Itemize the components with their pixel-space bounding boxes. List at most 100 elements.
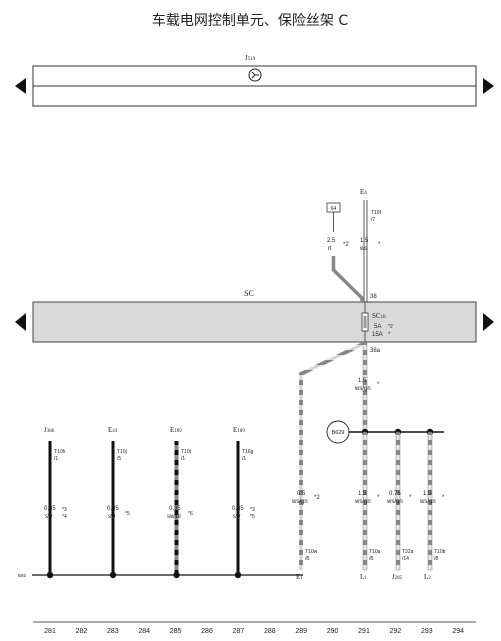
- arrow-left-icon: [15, 313, 26, 331]
- footer-number: 290: [327, 628, 339, 635]
- e43-wire-note: *5: [125, 511, 130, 517]
- l2-wire-note: *: [442, 495, 445, 501]
- e4-wire-size: 1.5: [360, 238, 369, 244]
- e189b-wire-size: 0.35: [232, 506, 244, 512]
- j285-wire-size: 0.75: [389, 491, 401, 497]
- e189-branch-b: E189 T16g /1 0.35 sw *3 *5: [232, 426, 255, 575]
- e1-wire-note: *2: [314, 495, 320, 501]
- rt-wire-size: 2.5: [327, 238, 336, 244]
- e43-wire-color: sw: [108, 514, 116, 520]
- footer-number: 287: [233, 628, 245, 635]
- fuse-rating-5a: 5A: [374, 324, 381, 330]
- ground-symbol-icon: [248, 68, 262, 82]
- j386-branch: J386 T10h /1 0.35 sw *3 *4: [44, 426, 67, 575]
- e189-label-a: E189: [170, 426, 182, 434]
- b92-bus: B92: [18, 571, 303, 579]
- wsgn-main-wire: 1.5 ws/gn *: [354, 341, 380, 433]
- footer-number: 286: [201, 628, 213, 635]
- e1-label: E1: [296, 573, 303, 581]
- arrow-right-icon: [483, 313, 494, 331]
- l2-label: L2: [424, 573, 431, 581]
- footer-number: 282: [76, 628, 88, 635]
- footer-numbers: 281 282 283 284 285 286 287 288 289 290 291 292 293 2…: [44, 628, 464, 635]
- t32a-connector: T32a: [402, 549, 414, 555]
- sc18-fuse: SC18 5A *2 15A * 38a: [361, 302, 393, 354]
- e43-branch: E43 T10j /5 0.35 sw *5: [107, 426, 130, 575]
- t10t-connector: T10t: [181, 449, 192, 455]
- t10t-pin: /1: [181, 456, 185, 462]
- arrow-right-icon: [483, 78, 494, 94]
- wsgn-main-note: *: [377, 382, 380, 388]
- t10j-pin: /5: [117, 456, 121, 462]
- t10a-connector: T10a: [369, 549, 381, 555]
- j519-label: J519: [245, 54, 256, 62]
- pin-38: 38: [370, 294, 377, 300]
- e43-label: E43: [108, 426, 118, 434]
- e189-branch-a: E189 T10t /1 0.35 sw/bl *6: [167, 426, 193, 575]
- b629-label: B629: [332, 430, 345, 436]
- l1-wire-size: 1.5: [358, 491, 367, 497]
- j285-label: J285: [392, 573, 403, 581]
- e43-wire-size: 0.35: [107, 506, 119, 512]
- footer-number: 285: [170, 628, 182, 635]
- t10b-pin: /8: [434, 556, 438, 562]
- footer-number: 294: [452, 628, 464, 635]
- t10b-connector: T10b: [434, 549, 446, 555]
- e4-feed: E4 T16f /7 1.5 ws * 64 2.5 rt *2 38: [326, 188, 382, 302]
- j519-control-unit: J519: [15, 54, 494, 107]
- t10h-pin: /1: [54, 456, 58, 462]
- footer-number: 284: [138, 628, 150, 635]
- e189a-wire-size: 0.35: [169, 506, 181, 512]
- t10j-connector: T10j: [117, 449, 127, 455]
- rt-wire-color: rt: [328, 246, 332, 252]
- wsgn-main-color: ws/gn: [354, 386, 371, 392]
- l1-branch: 1.5 ws/gn * T10a /8 L1: [354, 431, 381, 581]
- j386-wire-color: sw: [45, 514, 53, 520]
- t10h-connector: T10h: [54, 449, 66, 455]
- footer-number: 283: [107, 628, 119, 635]
- e189b-wire-color: sw: [233, 514, 241, 520]
- b92-label: B92: [18, 573, 27, 578]
- l2-wire-color: ws/gn: [419, 499, 436, 505]
- j386-wire-size: 0.35: [44, 506, 56, 512]
- e189a-wire-note: *6: [188, 511, 193, 517]
- fuse-rating-15a: 15A: [372, 332, 383, 338]
- footer-number: 289: [295, 628, 307, 635]
- e1-branch: 0.5 ws/gn *2 T10w /8 E1: [291, 342, 364, 581]
- footer-number: 292: [390, 628, 402, 635]
- pin-38a: 38a: [370, 348, 381, 354]
- e189b-wire-note-b: *5: [250, 514, 255, 520]
- fuse-note-15a: *: [388, 332, 391, 338]
- footer-number: 281: [44, 628, 56, 635]
- e189a-wire-color: sw/bl: [167, 514, 181, 520]
- e4-wire-note: *: [378, 242, 381, 248]
- t10a-pin: /8: [369, 556, 373, 562]
- t10w-connector: T10w: [305, 549, 318, 555]
- wsgn-main-size: 1.5: [358, 378, 367, 384]
- diagram-title: 车载电网控制单元、保险丝架 C: [152, 12, 348, 29]
- l1-label: L1: [360, 573, 367, 581]
- t16g-pin: /1: [242, 456, 246, 462]
- sc-label: SC: [244, 289, 254, 298]
- l2-wire-size: 1.5: [423, 491, 432, 497]
- rt-wire-note: *2: [343, 242, 349, 248]
- j285-branch: 0.75 ws/gn * T32a /14 J285: [386, 431, 414, 581]
- t16f-pin: /7: [371, 217, 375, 223]
- footer-number: 293: [421, 628, 433, 635]
- e1-wire-size: 0.5: [297, 491, 306, 497]
- e1-wire-color: ws/gn: [291, 499, 308, 505]
- e189-label-b: E189: [233, 426, 245, 434]
- footer-number: 291: [358, 628, 370, 635]
- sc18-label: SC18: [372, 312, 386, 320]
- t16g-connector: T16g: [242, 449, 254, 455]
- j285-wire-color: ws/gn: [386, 499, 403, 505]
- l1-wire-color: ws/gn: [354, 499, 371, 505]
- footer-number: 288: [264, 628, 276, 635]
- arrow-left-icon: [15, 78, 26, 94]
- b629-splice: B629: [326, 420, 444, 444]
- j386-wire-note-b: *4: [62, 514, 67, 520]
- t16f-connector: T16f: [371, 210, 382, 216]
- fuse-note-5a: *2: [388, 324, 393, 330]
- e189b-wire-note-a: *3: [250, 507, 255, 513]
